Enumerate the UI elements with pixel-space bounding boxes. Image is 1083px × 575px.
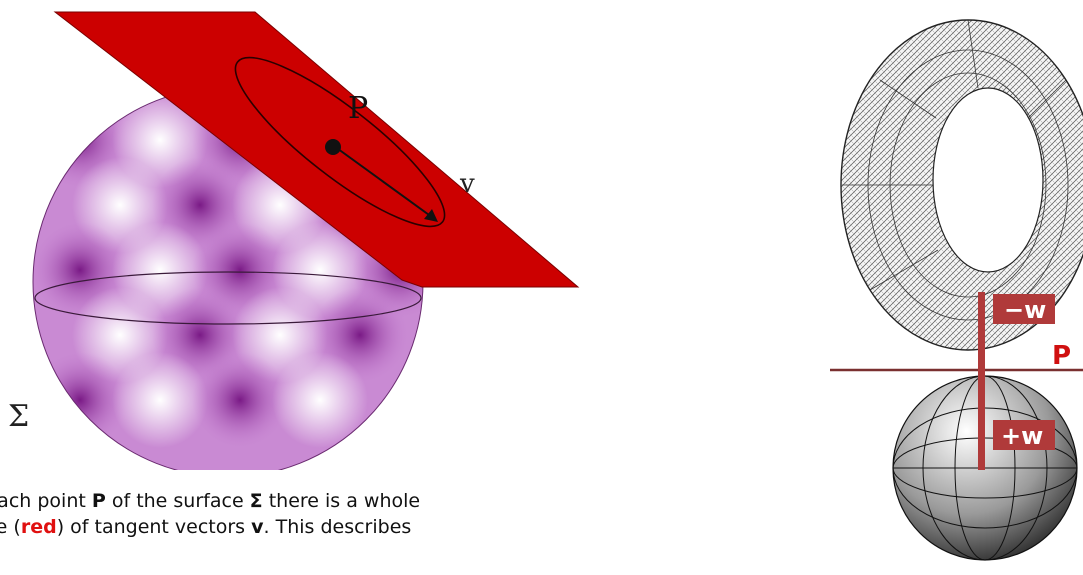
sphere-shading-spot (192, 352, 288, 448)
normal-vector-bar (978, 292, 985, 470)
vector-arrowhead (424, 209, 438, 222)
torus-hole (932, 87, 1044, 273)
tangent-vector-v (333, 145, 437, 221)
point-p-dot (325, 139, 341, 155)
label-p: P (348, 91, 368, 126)
minus-w-box (993, 294, 1055, 324)
plane-ellipse (234, 56, 446, 228)
label-plus-w: +w (1001, 422, 1043, 450)
caption: t each point P of the surface Σ there is… (0, 488, 532, 540)
label-v: v (459, 169, 475, 199)
sphere-equator (34, 271, 422, 325)
caption-line-2: ane (red) of tangent vectors v. This des… (0, 516, 412, 538)
label-sigma: Σ (8, 399, 29, 434)
label-p-right: P (1052, 341, 1071, 371)
plus-w-box (993, 420, 1055, 450)
label-minus-w: −w (1004, 296, 1046, 324)
sphere-shading-spot (272, 352, 368, 448)
sphere-shading-spot (112, 352, 208, 448)
torus-sphere-figure: −w P +w (830, 19, 1083, 561)
sphere-tangent-plane-figure: P v Σ (8, 11, 580, 470)
tangent-plane (53, 11, 580, 288)
torus (840, 19, 1083, 351)
caption-line-1: t each point P of the surface Σ there is… (0, 490, 421, 512)
